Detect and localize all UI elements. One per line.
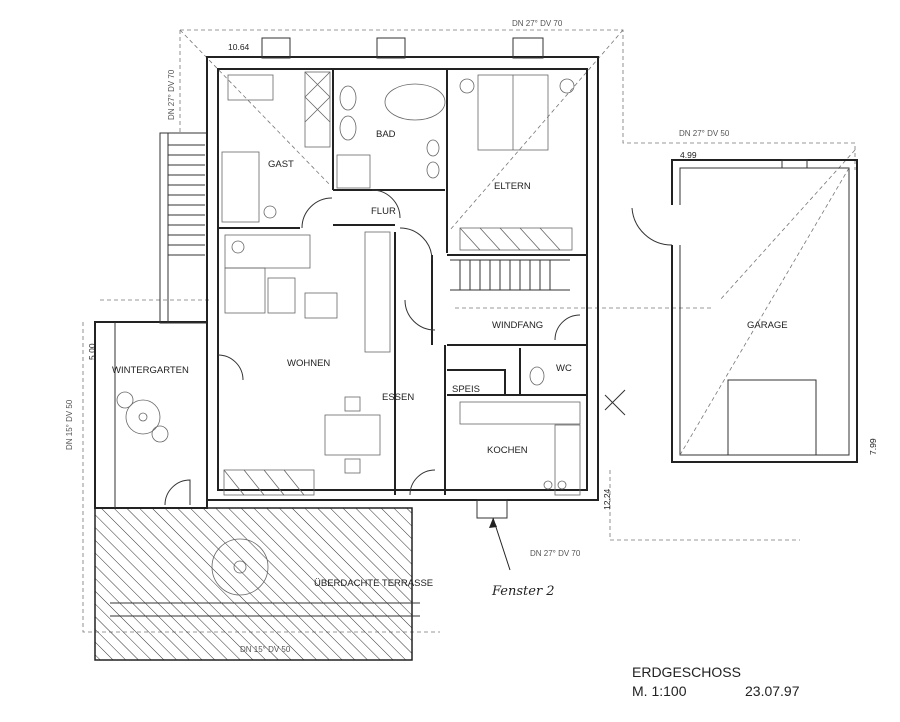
terrace-furniture: [110, 538, 420, 617]
exterior-stair: [159, 132, 208, 324]
room-label-wintergarten: WINTERGARTEN: [112, 365, 189, 376]
fenster-annotation-arrow: [489, 389, 626, 571]
handwritten-annotation: Fenster 2: [491, 584, 555, 599]
garage-structure: [631, 159, 858, 463]
room-label-gast: GAST: [268, 159, 294, 170]
room-label-speis: SPEIS: [452, 384, 480, 395]
dimension-wintergarten-width: 5.00: [87, 343, 97, 360]
doors: [217, 189, 581, 496]
roof-note-terrasse: DN 15° DV 50: [240, 645, 291, 654]
terrace-hatched: [94, 507, 413, 661]
room-label-flur: FLUR: [371, 206, 396, 217]
roof-note-top: DN 27° DV 70: [512, 19, 563, 28]
room-label-essen: ESSEN: [382, 392, 414, 403]
dimensions: 10.64 4.99 5.00 7.99 12.24: [87, 42, 878, 510]
title-block: ERDGESCHOSS M. 1:100 23.07.97: [632, 664, 800, 699]
room-label-wc: WC: [556, 363, 572, 374]
room-labels: GAST BAD ELTERN FLUR WOHNEN ESSEN WINDFA…: [112, 129, 788, 589]
room-label-windfang: WINDFANG: [492, 320, 543, 331]
roof-note-bottom-right: DN 27° DV 70: [530, 549, 581, 558]
room-label-terrasse: ÜBERDACHTE TERRASSE: [314, 578, 433, 589]
room-label-kochen: KOCHEN: [487, 445, 528, 456]
dimension-garage-depth: 7.99: [868, 438, 878, 455]
roof-note-wintergarten: DN 15° DV 50: [65, 399, 74, 450]
drawing-date: 23.07.97: [745, 683, 800, 699]
dimension-garage-width: 4.99: [680, 150, 697, 160]
room-label-garage: GARAGE: [747, 320, 788, 331]
drawing-title: ERDGESCHOSS: [632, 664, 741, 680]
roof-note-garage: DN 27° DV 50: [679, 129, 730, 138]
house-walls: [206, 37, 599, 519]
dimension-house-width: 10.64: [228, 42, 250, 52]
roof-note-left: DN 27° DV 70: [167, 69, 176, 120]
wintergarten: [94, 321, 208, 509]
dimension-total-depth: 12.24: [602, 488, 612, 510]
drawing-scale: M. 1:100: [632, 683, 687, 699]
room-label-wohnen: WOHNEN: [287, 358, 330, 369]
roof-notes: DN 27° DV 70 DN 27° DV 70 DN 27° DV 50 D…: [65, 19, 730, 654]
room-label-eltern: ELTERN: [494, 181, 531, 192]
furniture: [221, 71, 581, 496]
room-label-bad: BAD: [376, 129, 396, 140]
